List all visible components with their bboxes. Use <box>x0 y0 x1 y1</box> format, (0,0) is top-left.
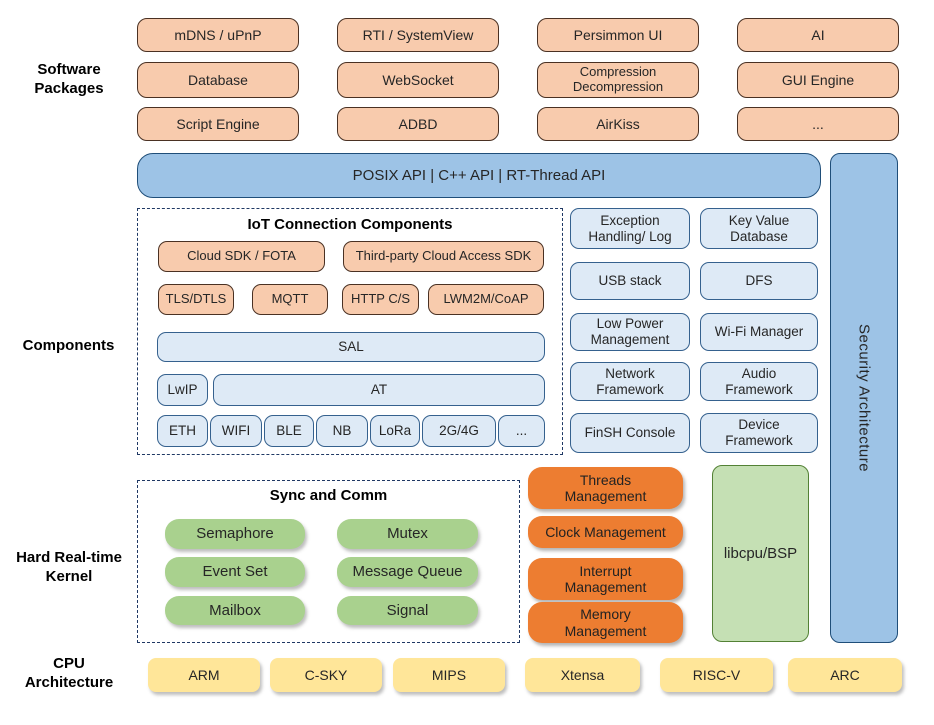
cpu-arc: ARC <box>788 658 902 692</box>
kernel-threads-management: Threads Management <box>528 467 683 509</box>
pkg-ai: AI <box>737 18 899 52</box>
svc-exception-log: Exception Handling/ Log <box>570 208 690 249</box>
kernel-message-queue: Message Queue <box>337 557 478 587</box>
kernel-clock-management: Clock Management <box>528 516 683 548</box>
pkg-rti-systemview: RTI / SystemView <box>337 18 499 52</box>
iot-tls-dtls: TLS/DTLS <box>158 284 234 315</box>
iot-link-wifi: WIFI <box>210 415 262 447</box>
kernel-semaphore: Semaphore <box>165 519 305 549</box>
iot-connection-group <box>137 208 563 455</box>
svc-audio-framework: Audio Framework <box>700 362 818 401</box>
pkg-mdns-upnp: mDNS / uPnP <box>137 18 299 52</box>
cpu-arm: ARM <box>148 658 260 692</box>
kernel-libcpu-bsp: libcpu/BSP <box>712 465 809 642</box>
api-bar: POSIX API | C++ API | RT-Thread API <box>137 153 821 198</box>
pkg-websocket: WebSocket <box>337 62 499 98</box>
cpu-xtensa: Xtensa <box>525 658 640 692</box>
pkg-adbd: ADBD <box>337 107 499 141</box>
iot-thirdparty-sdk: Third-party Cloud Access SDK <box>343 241 544 272</box>
svc-wifi-manager: Wi-Fi Manager <box>700 313 818 351</box>
pkg-script-engine: Script Engine <box>137 107 299 141</box>
band-label-software-packages: Software Packages <box>34 61 104 97</box>
band-label-components: Components <box>22 336 115 354</box>
cpu-mips: MIPS <box>393 658 505 692</box>
iot-connection-title: IoT Connection Components <box>247 216 453 233</box>
iot-link-ble: BLE <box>264 415 314 447</box>
band-label-kernel: Hard Real-time Kernel <box>16 549 122 585</box>
iot-link-nb: NB <box>316 415 368 447</box>
iot-link-more: ... <box>498 415 545 447</box>
pkg-more: ... <box>737 107 899 141</box>
kernel-mutex: Mutex <box>337 519 478 549</box>
iot-mqtt: MQTT <box>252 284 328 315</box>
pkg-gui-engine: GUI Engine <box>737 62 899 98</box>
iot-sal: SAL <box>157 332 545 362</box>
svc-usb-stack: USB stack <box>570 262 690 300</box>
kernel-signal: Signal <box>337 596 478 625</box>
svc-device-framework: Device Framework <box>700 413 818 453</box>
iot-at: AT <box>213 374 545 406</box>
pkg-database: Database <box>137 62 299 98</box>
iot-cloud-sdk-fota: Cloud SDK / FOTA <box>158 241 325 272</box>
svc-network-framework: Network Framework <box>570 362 690 401</box>
sync-and-comm-group <box>137 480 520 643</box>
security-architecture-bar: Security Architecture <box>830 153 898 643</box>
cpu-risc-v: RISC-V <box>660 658 773 692</box>
band-label-cpu-architecture: CPU Architecture <box>24 655 114 691</box>
pkg-persimmon-ui: Persimmon UI <box>537 18 699 52</box>
svc-low-power: Low Power Management <box>570 313 690 351</box>
pkg-airkiss: AirKiss <box>537 107 699 141</box>
kernel-interrupt-management: Interrupt Management <box>528 558 683 600</box>
kernel-memory-management: Memory Management <box>528 602 683 643</box>
kernel-mailbox: Mailbox <box>165 596 305 625</box>
iot-link-lora: LoRa <box>370 415 420 447</box>
cpu-c-sky: C-SKY <box>270 658 382 692</box>
iot-lwip: LwIP <box>157 374 208 406</box>
iot-link-2g4g: 2G/4G <box>422 415 496 447</box>
svc-dfs: DFS <box>700 262 818 300</box>
kernel-event-set: Event Set <box>165 557 305 587</box>
svc-key-value-db: Key Value Database <box>700 208 818 249</box>
iot-http-cs: HTTP C/S <box>342 284 419 315</box>
svc-finsh-console: FinSH Console <box>570 413 690 453</box>
iot-lwm2m-coap: LWM2M/CoAP <box>428 284 544 315</box>
security-architecture-label: Security Architecture <box>855 323 873 473</box>
sync-and-comm-title: Sync and Comm <box>269 487 388 504</box>
iot-link-eth: ETH <box>157 415 208 447</box>
pkg-compression-decompression: Compression Decompression <box>537 62 699 98</box>
